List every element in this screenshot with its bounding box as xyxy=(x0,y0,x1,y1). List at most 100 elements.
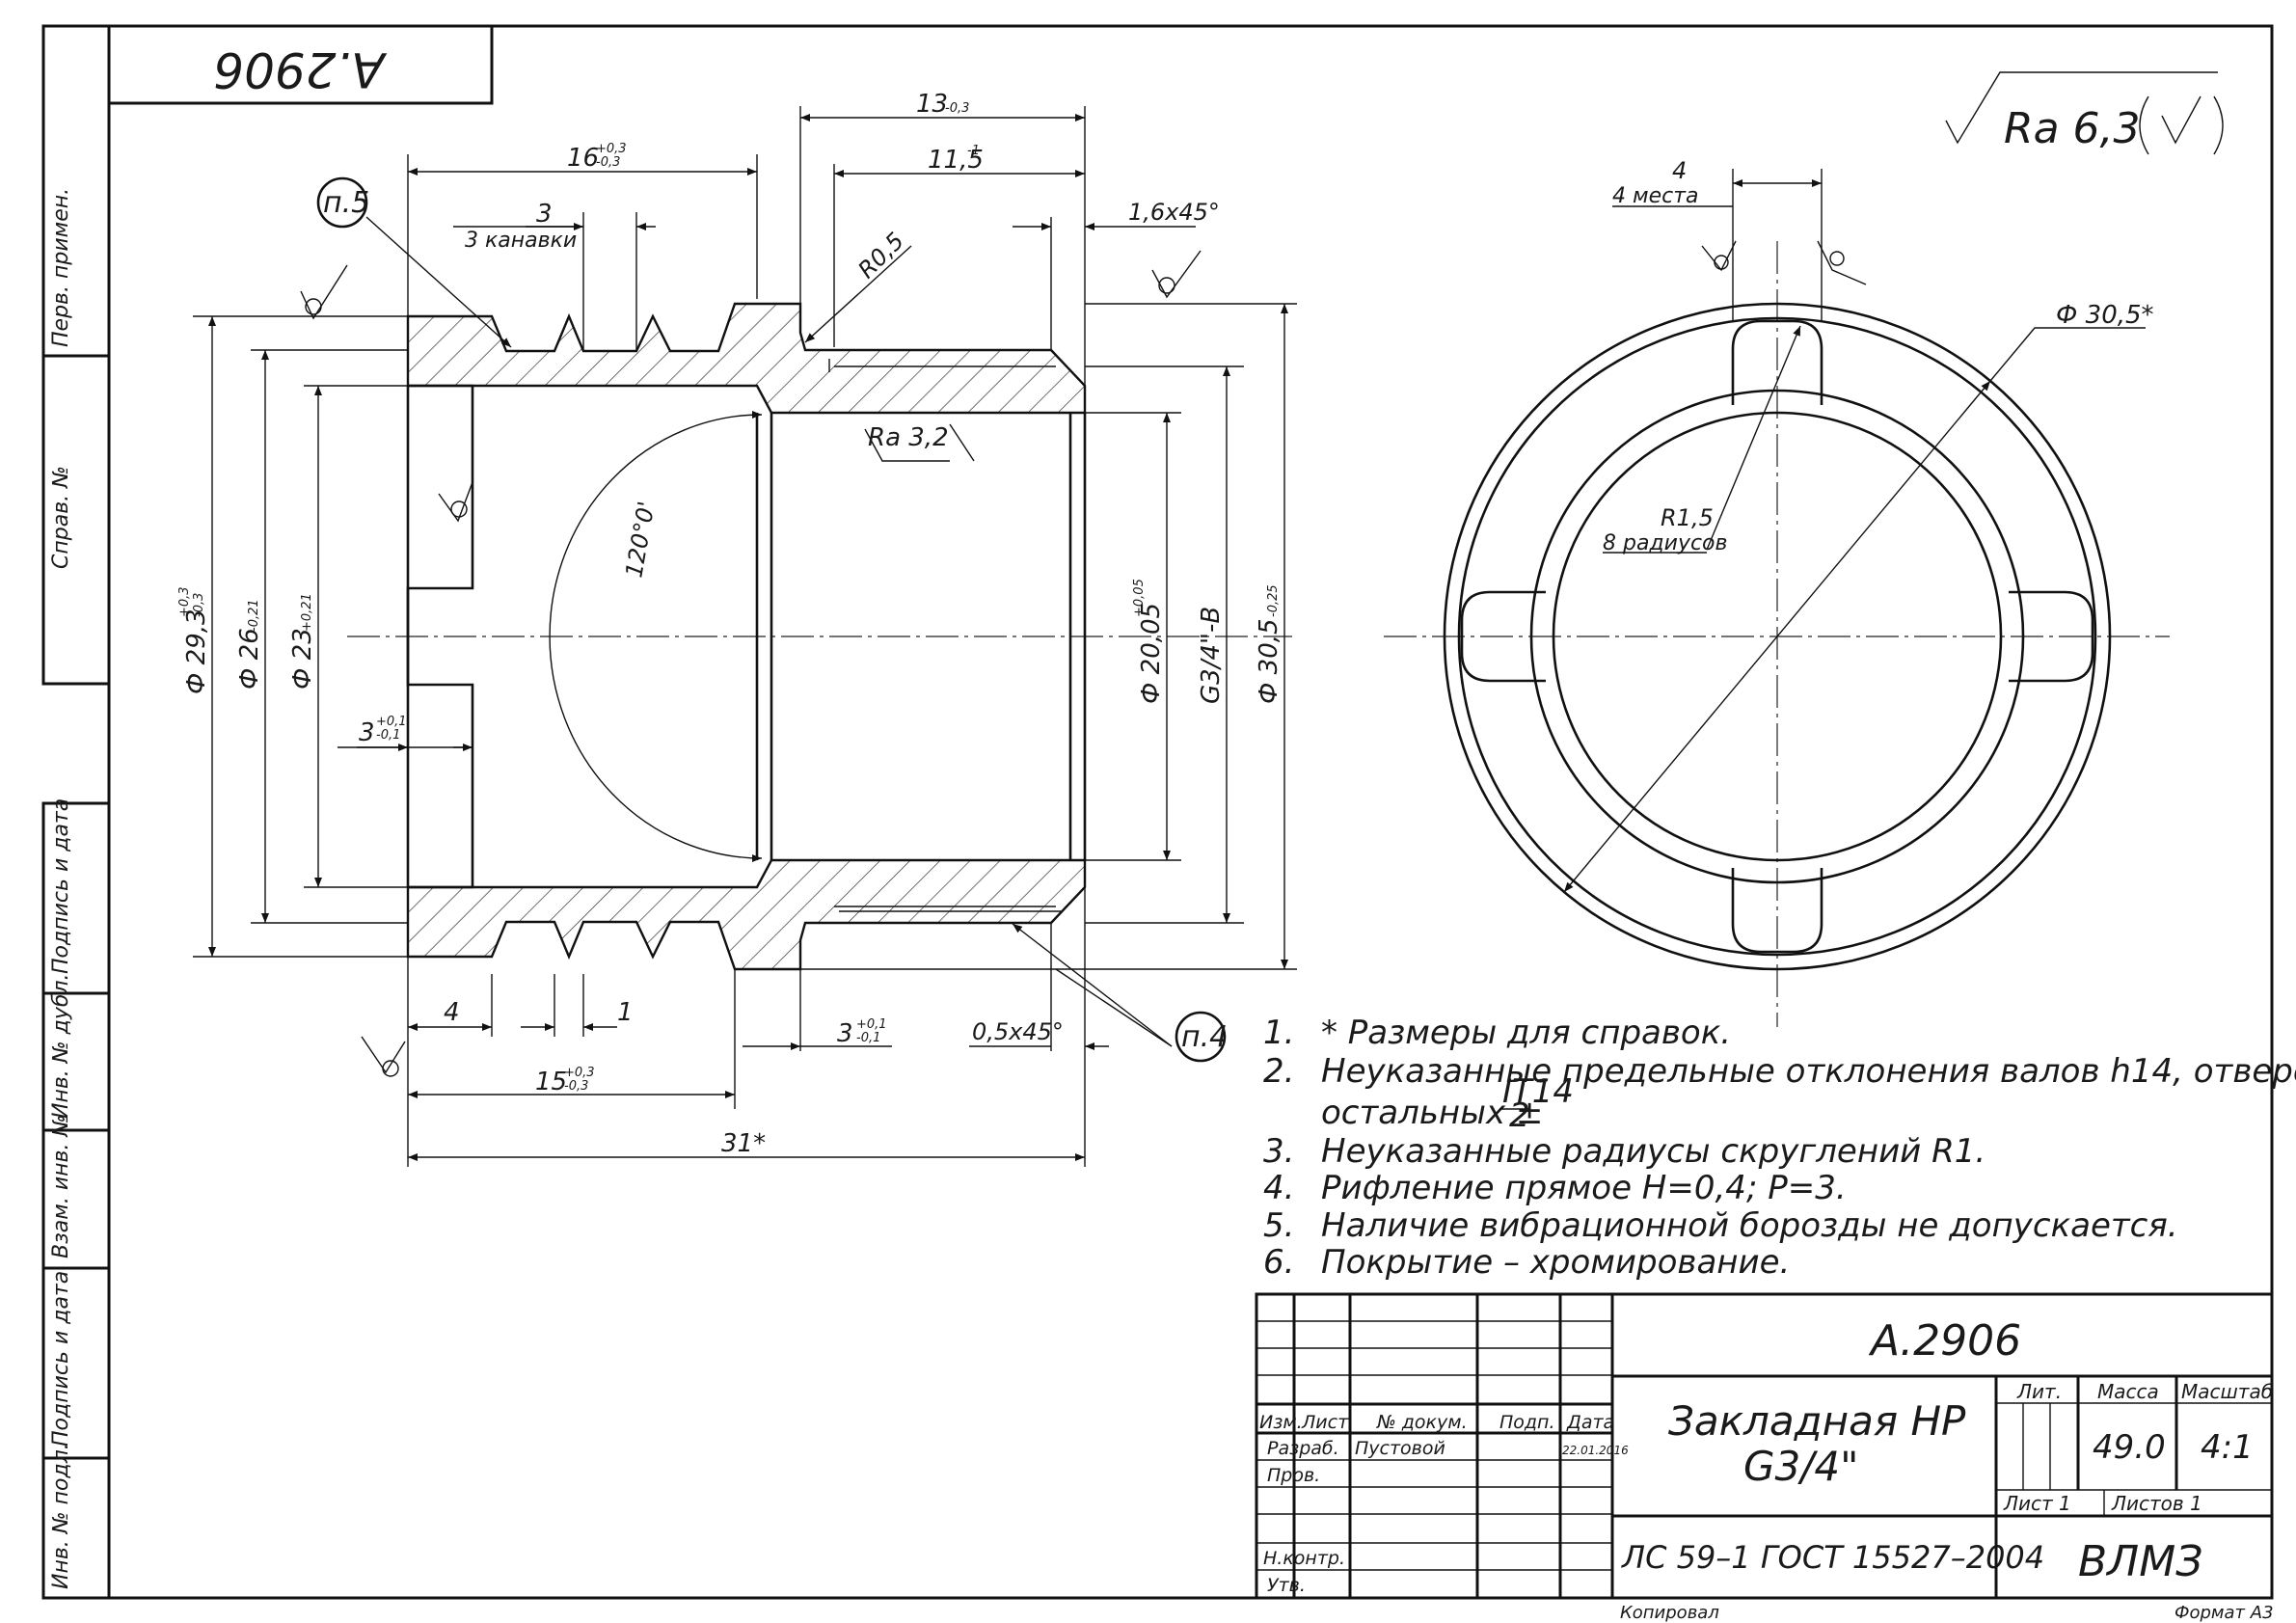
right-dim-phi30-5: Ф 30,5* xyxy=(2056,301,2154,330)
dim-3c: 3 xyxy=(837,1019,853,1048)
right-dim-4: 4 xyxy=(1672,157,1687,184)
tb-part-name-1: Закладная НР xyxy=(1668,1397,1966,1445)
dim-15-tol-up: +0,3 xyxy=(564,1066,595,1080)
side-labels: Перв. примен. Справ. № Подпись и дата Ин… xyxy=(49,188,73,1589)
note-num: 1. xyxy=(1263,1014,1294,1052)
dim-31: 31* xyxy=(721,1129,766,1158)
dim-g34: G3/4"-B xyxy=(1197,607,1226,704)
upper-wall-section xyxy=(406,302,1087,415)
roughness-text: Ra 6,3 xyxy=(2004,104,2141,153)
technical-notes: 1. * Размеры для справок. 2. Неуказанные… xyxy=(1263,1014,2296,1282)
note-num: 4. xyxy=(1263,1169,1294,1207)
side-label: Взам. инв. № xyxy=(49,1115,73,1258)
note-text: Рифление прямое Н=0,4; Р=3. xyxy=(1321,1169,1847,1207)
tb-lit-label: Лит. xyxy=(2016,1380,2062,1403)
tb-date: 22.01.2016 xyxy=(1562,1444,1629,1457)
tb-organization: ВЛМЗ xyxy=(2078,1537,2202,1586)
dim-phi20-05-tol: +0,05 xyxy=(1132,579,1147,617)
dim-3c-tol-up: +0,1 xyxy=(856,1017,887,1032)
dim-16: 16 xyxy=(567,144,599,173)
side-label: Подпись и дата xyxy=(49,798,73,974)
right-dim-r1-5: R1,5 xyxy=(1661,504,1714,531)
note-num: 6. xyxy=(1263,1243,1294,1282)
tb-role: Пров. xyxy=(1267,1465,1320,1486)
note-num: 5. xyxy=(1263,1206,1294,1245)
tb-scale-value: 4:1 xyxy=(2201,1428,2254,1467)
general-roughness: Ra 6,3 xyxy=(1945,71,2224,155)
note-num: 3. xyxy=(1263,1132,1294,1171)
tb-mass-label: Масса xyxy=(2097,1380,2159,1403)
right-dim-4-note: 4 места xyxy=(1612,184,1699,208)
dim-11-5: 11,5 xyxy=(928,146,984,175)
lower-wall-section xyxy=(406,858,1087,971)
angle-120: 120°0' xyxy=(620,500,660,580)
tb-sheets-label: Листов 1 xyxy=(2111,1492,2202,1515)
dim-phi30-5: Ф 30,5 xyxy=(1255,618,1283,704)
rotated-code-box: А.2906 xyxy=(107,24,494,105)
dim-13: 13 xyxy=(916,90,948,119)
title-block: Изм. Лист № докум. Подп. Дата Разраб. Пу… xyxy=(1255,1292,2274,1600)
dim-3: 3 xyxy=(536,200,553,229)
dim-phi26-tol: -0,21 xyxy=(247,599,261,632)
note-text: остальных ± xyxy=(1321,1094,1543,1132)
dim-11-5-tol: -1 xyxy=(967,144,980,158)
section-view: 120°0' xyxy=(177,90,1297,1167)
callout-p5-label: п.5 xyxy=(323,186,369,220)
format-label: Формат А3 xyxy=(2174,1603,2274,1623)
dim-3-note: 3 канавки xyxy=(465,229,577,253)
side-label: Перв. примен. xyxy=(49,188,73,347)
dim-phi29-3-tol-dn: -0,3 xyxy=(192,593,206,617)
dim-phi29-3-tol-up: +0,3 xyxy=(177,586,192,617)
dim-phi26: Ф 26 xyxy=(235,628,264,690)
right-dim-r1-5-note: 8 радиусов xyxy=(1603,531,1728,555)
dim-15-tol-dn: -0,3 xyxy=(564,1079,588,1094)
note-text: Неуказанные предельные отклонения валов … xyxy=(1321,1052,2296,1091)
tb-name: Пустовой xyxy=(1355,1438,1445,1459)
dimension-texts: 16 +0,3 -0,3 3 3 канавки 13 -0,3 11,5 -1… xyxy=(177,90,1283,1158)
side-label: Справ. № xyxy=(49,466,73,569)
dim-4: 4 xyxy=(444,998,460,1027)
dim-3b-tol-up: +0,1 xyxy=(376,715,407,729)
it-fraction-num: IT14 xyxy=(1502,1072,1574,1111)
copied-label: Копировал xyxy=(1620,1603,1719,1623)
tb-role: Утв. xyxy=(1267,1575,1306,1596)
side-label: Инв. № подл. xyxy=(49,1443,73,1589)
dim-phi20-05: Ф 20,05 xyxy=(1137,603,1166,704)
dim-phi23: Ф 23 xyxy=(288,628,317,690)
tb-material: ЛС 59–1 ГОСТ 15527–2004 xyxy=(1621,1539,2044,1576)
callout-p5 xyxy=(316,176,368,229)
tb-header: Лист xyxy=(1301,1412,1349,1433)
dim-13-tol: -0,3 xyxy=(945,101,969,116)
note-text: Покрытие – хромирование. xyxy=(1321,1243,1790,1282)
tb-role: Н.контр. xyxy=(1263,1548,1345,1569)
tb-sheet-label: Лист 1 xyxy=(2003,1492,2071,1515)
tb-header: Изм. xyxy=(1259,1412,1303,1433)
roughness-marks xyxy=(300,250,1202,1077)
dim-phi29-3: Ф 29,3 xyxy=(182,609,211,694)
callout-p4 xyxy=(1175,1011,1227,1063)
rotated-code: А.2906 xyxy=(213,41,387,97)
dim-3c-tol-dn: -0,1 xyxy=(856,1031,880,1045)
side-label: Инв. № дубл. xyxy=(49,973,73,1119)
dim-phi30-5-tol: -0,25 xyxy=(1266,584,1281,617)
dim-15: 15 xyxy=(535,1068,567,1096)
note-text: * Размеры для справок. xyxy=(1321,1014,1731,1052)
tb-mass-value: 49.0 xyxy=(2093,1428,2166,1467)
dim-3b: 3 xyxy=(359,718,375,747)
dim-chamfer1: 1,6х45° xyxy=(1128,199,1220,226)
tb-role: Разраб. xyxy=(1267,1438,1339,1459)
tb-header: № докум. xyxy=(1376,1412,1468,1433)
dim-16-tol-dn: -0,3 xyxy=(596,155,620,170)
dim-phi23-tol: +0,21 xyxy=(300,593,314,632)
end-view: 4 4 места Ф 30,5* R1,5 8 радиусов xyxy=(1384,157,2170,1027)
tb-code: А.2906 xyxy=(1868,1316,2021,1366)
dim-3b-tol-dn: -0,1 xyxy=(376,728,400,743)
callout-p4-label: п.4 xyxy=(1181,1020,1228,1054)
note-text: Наличие вибрационной борозды не допускае… xyxy=(1321,1206,2178,1245)
tb-header: Подп. xyxy=(1499,1412,1555,1433)
note-text: Неуказанные радиусы скруглений R1. xyxy=(1321,1132,1985,1171)
tb-part-name-2: G3/4" xyxy=(1743,1443,1858,1490)
note-num: 2. xyxy=(1263,1052,1294,1091)
dim-chamfer2: 0,5х45° xyxy=(972,1018,1064,1045)
